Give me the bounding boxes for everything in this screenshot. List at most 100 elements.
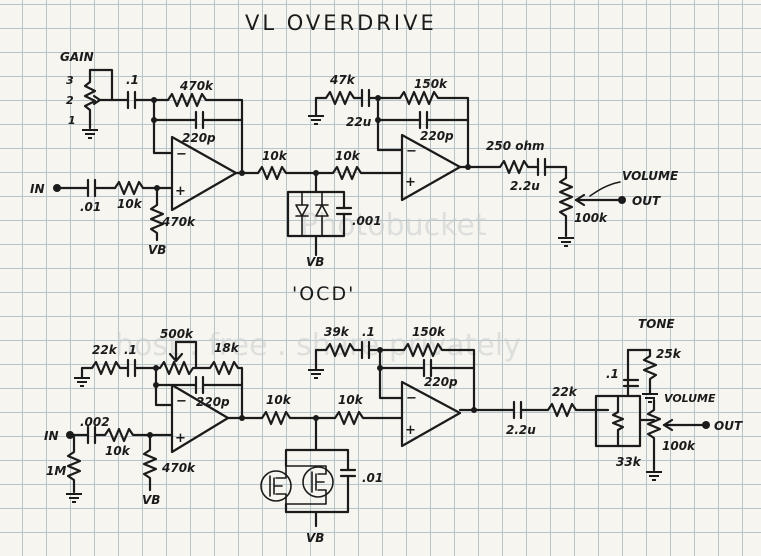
bottom-c-tone xyxy=(622,378,640,388)
bottom-c-clip xyxy=(339,468,357,478)
bottom-in-label: IN xyxy=(44,429,59,443)
svg-text:2: 2 xyxy=(66,94,74,107)
top-c-clip xyxy=(335,206,353,216)
top-output-jack xyxy=(618,196,626,204)
top-c-fb xyxy=(152,110,244,130)
top-c-fb2 xyxy=(376,110,470,130)
bottom-r-mid2 xyxy=(314,410,404,426)
schematic-title: VL OVERDRIVE xyxy=(245,11,437,35)
bottom-r-fb-label: 18k xyxy=(214,341,240,355)
top-gain-pot xyxy=(83,68,97,130)
bottom-c-out-label: 2.2u xyxy=(506,423,536,437)
bottom-r-pd-label: 1M xyxy=(46,464,66,478)
bottom-out-label: OUT xyxy=(714,419,743,433)
bottom-c-clip-label: .01 xyxy=(362,471,383,485)
bottom-r-mid1-label: 10k xyxy=(266,393,292,407)
top-vol-pot xyxy=(558,176,574,238)
svg-text:+: + xyxy=(175,431,186,446)
top-r-mid1-label: 10k xyxy=(262,149,288,163)
top-c-clip-label: .001 xyxy=(352,214,382,228)
top-c-out-label: 2.2u xyxy=(510,179,540,193)
top-gain-label: GAIN xyxy=(60,50,94,64)
bottom-r-tone xyxy=(611,394,625,448)
top-c-fb-label: 220p xyxy=(182,131,216,145)
bottom-c-fb2-label: 220p xyxy=(424,375,458,389)
bottom-c-fb2 xyxy=(378,358,476,378)
bottom-r-mid2-label: 10k xyxy=(338,393,364,407)
top-r-in-label: 10k xyxy=(117,197,143,211)
watermark-top: Photobucket xyxy=(300,208,487,243)
bottom-pot-wiper xyxy=(168,340,184,363)
top-vb-label: VB xyxy=(148,243,166,257)
top-vol-pot-label: 100k xyxy=(574,211,608,225)
bottom-c-in-label: .002 xyxy=(80,415,110,429)
top-r-mid1 xyxy=(256,165,318,181)
bottom-pot-gain xyxy=(154,360,244,420)
bottom-r-in-label: 10k xyxy=(105,444,131,458)
top-r-bias xyxy=(149,186,165,242)
top-r-fb2-label: 150k xyxy=(414,77,448,91)
bottom-vb-label: VB xyxy=(142,493,160,507)
bottom-c-out xyxy=(458,400,598,420)
bottom-tone-pot-label: 25k xyxy=(656,347,682,361)
bottom-mosfet-2 xyxy=(302,466,334,498)
bottom-c-gnd2-label: .1 xyxy=(362,325,375,339)
bottom-r-pd xyxy=(66,433,82,494)
bottom-r-gnd2 xyxy=(314,340,382,372)
svg-text:−: − xyxy=(406,144,417,159)
svg-text:−: − xyxy=(406,391,417,406)
bottom-c-fb-label: 220p xyxy=(196,395,230,409)
svg-text:+: + xyxy=(405,423,416,438)
bottom-c-gnd-label: .1 xyxy=(124,343,137,357)
watermark-bottom: host . free . share privately xyxy=(115,328,521,363)
top-c-gain xyxy=(110,90,156,110)
bottom-tone-pot xyxy=(626,348,658,394)
svg-text:−: − xyxy=(176,394,187,409)
bottom-vol-pot-label: 100k xyxy=(662,439,696,453)
bottom-output-jack xyxy=(702,421,710,429)
bottom-r-bias-label: 470k xyxy=(161,461,196,475)
top-circuit: IN .01 10k 470k VB − + 470k 220p GAIN 3 xyxy=(30,50,679,269)
top-r-fb xyxy=(152,92,244,175)
bottom-opamp-2 xyxy=(400,380,462,448)
bottom-c-fb xyxy=(154,375,244,395)
svg-text:3: 3 xyxy=(66,74,74,87)
top-r-in xyxy=(113,180,145,196)
svg-text:−: − xyxy=(176,147,187,162)
top-c-fb2-label: 220p xyxy=(420,129,454,143)
bottom-r-gnd xyxy=(80,358,158,380)
bottom-vol-label: VOLUME xyxy=(664,392,716,405)
bottom-r-out-label: 22k xyxy=(552,385,578,399)
top-c-in-label: .01 xyxy=(80,200,101,214)
top-r-out-label: 250 ohm xyxy=(486,139,545,153)
bottom-r-in xyxy=(93,427,174,443)
bottom-r-tone-label: 33k xyxy=(616,455,642,469)
top-in-label: IN xyxy=(30,182,45,196)
schematic-subtitle: 'OCD' xyxy=(292,283,355,305)
top-c-gnd2-label: 22u xyxy=(346,115,372,129)
top-r-fb-label: 470k xyxy=(179,79,214,93)
bottom-vol-pot xyxy=(646,398,662,472)
bottom-mosfet-1 xyxy=(260,470,292,502)
svg-text:1: 1 xyxy=(68,114,76,127)
bottom-r-gnd-label: 22k xyxy=(92,343,118,357)
top-out-label: OUT xyxy=(632,194,661,208)
bottom-vb-clip-label: VB xyxy=(306,531,324,545)
top-gain-wiper xyxy=(92,94,114,106)
bottom-pot-gain-label: 500k xyxy=(160,327,194,341)
top-c-gain-label: .1 xyxy=(126,73,139,87)
top-r-mid2-label: 10k xyxy=(335,149,361,163)
top-opamp-2 xyxy=(400,133,462,202)
svg-text:+: + xyxy=(405,175,416,190)
bottom-r-bias xyxy=(142,433,158,492)
bottom-r-gnd2-label: 39k xyxy=(324,325,350,339)
bottom-c-tone-label: .1 xyxy=(606,367,619,381)
svg-text:+: + xyxy=(175,184,186,199)
top-opamp-1 xyxy=(170,135,238,212)
bottom-opamp-1 xyxy=(170,383,230,454)
bottom-r-fb2 xyxy=(378,342,476,412)
bottom-circuit: IN 1M .002 10k 470k VB − + 22k .1 500k 1… xyxy=(44,317,743,545)
bottom-r-fb2-label: 150k xyxy=(412,325,446,339)
